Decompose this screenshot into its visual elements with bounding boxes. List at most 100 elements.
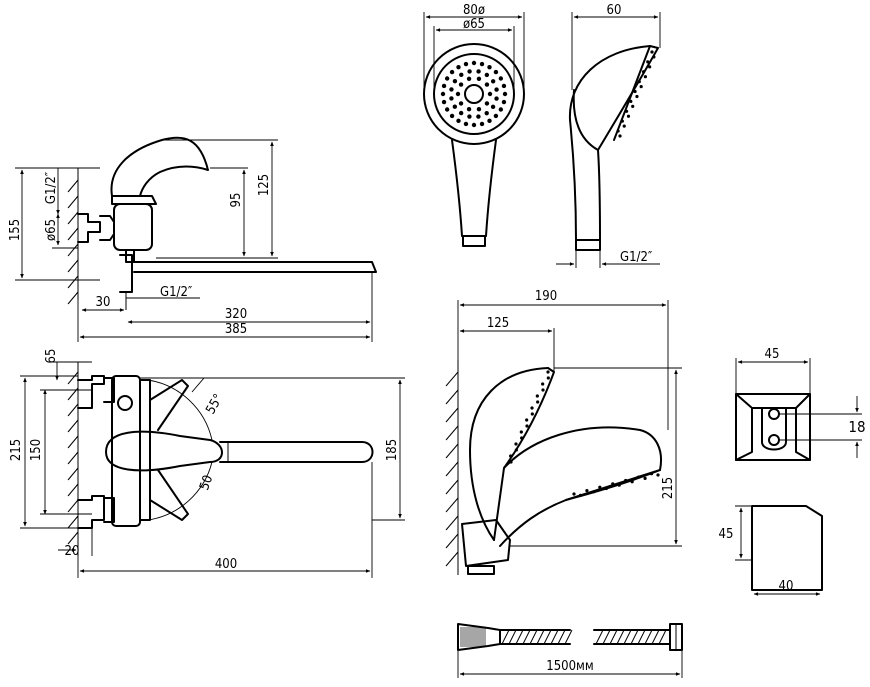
label-g12-side: G1/2″ — [44, 171, 59, 204]
hose-hatch-line — [609, 629, 618, 645]
nozzle-hole — [546, 376, 550, 380]
nozzle-hole — [643, 75, 648, 79]
nozzle-hole — [546, 370, 550, 374]
nozzle-hole — [484, 110, 489, 116]
nozzle-hole — [449, 69, 455, 75]
nozzle-hole — [487, 64, 492, 70]
hose-hatch-line — [536, 629, 545, 645]
nozzle-hole — [535, 394, 539, 398]
nozzle-hole — [519, 430, 523, 434]
nozzle-hole — [637, 80, 641, 84]
nozzle-hole — [501, 99, 507, 105]
nozzle-hole — [598, 485, 602, 489]
label-385: 385 — [225, 322, 247, 337]
hose-hatch-line — [529, 629, 538, 645]
nozzle-hole — [624, 109, 629, 113]
nozzle-hole — [441, 83, 447, 89]
nozzle-hole — [530, 412, 534, 416]
label-d65-head: ø65 — [463, 17, 485, 32]
nozzle-hole — [520, 436, 524, 440]
nozzle-hole — [646, 60, 650, 64]
shower-holes — [440, 60, 508, 128]
faucet-side-view: 155 G1/2″ ø65 125 95 30 G1/2″ 320 385 — [8, 136, 377, 342]
hose-hatch-line — [644, 629, 653, 645]
nozzle-hole — [624, 478, 628, 483]
label-125-holder: 125 — [487, 316, 509, 331]
nozzle-hole — [622, 124, 626, 128]
nozzle-hole — [637, 475, 641, 479]
nozzle-hole — [502, 91, 508, 97]
label-95: 95 — [229, 193, 244, 208]
nozzle-hole — [536, 400, 540, 404]
nozzle-hole — [541, 382, 545, 386]
nozzle-hole — [578, 493, 583, 497]
label-50: 50 — [197, 473, 216, 492]
nozzle-hole — [648, 65, 652, 69]
nozzle-hole — [490, 104, 496, 110]
dims-holder-front — [735, 358, 862, 458]
label-215-holder: 215 — [661, 477, 676, 499]
nozzle-hole — [456, 64, 461, 70]
nozzle-hole — [484, 101, 490, 106]
shower-head-front: 80ø ø65 — [423, 3, 525, 247]
nozzle-hole — [656, 473, 660, 477]
holder-front-shape — [735, 393, 811, 461]
label-45-top: 45 — [765, 347, 780, 362]
nozzle-hole — [487, 118, 492, 124]
label-320: 320 — [225, 307, 247, 322]
nozzle-hole — [591, 490, 595, 494]
nozzle-hole — [611, 482, 615, 486]
nozzle-hole — [639, 84, 643, 89]
nozzle-hole — [456, 118, 461, 124]
nozzle-hole — [631, 104, 635, 108]
nozzle-hole — [572, 492, 576, 496]
nozzle-hole — [441, 99, 447, 105]
shower-holder-view: 190 125 215 — [445, 289, 682, 575]
nozzle-hole — [444, 76, 450, 81]
nozzle-hole — [629, 99, 633, 104]
hose-hatch — [501, 629, 667, 645]
label-g12-handle: G1/2″ — [620, 250, 653, 265]
nozzle-hole — [530, 406, 534, 410]
nozzle-hole — [484, 82, 490, 87]
nozzle-hole — [641, 70, 646, 74]
nozzle-hole — [509, 460, 513, 464]
wall-hatch-top — [67, 362, 79, 556]
nozzle-hole — [452, 78, 458, 84]
nozzle-hole — [458, 82, 464, 87]
nozzle-hole — [452, 104, 458, 109]
faucet-top-body — [77, 375, 374, 529]
nozzle-hole — [476, 69, 481, 74]
label-45-side: 45 — [719, 527, 734, 542]
holder-holes — [509, 370, 660, 497]
side-holes — [616, 50, 656, 138]
nozzle-hole — [525, 424, 529, 428]
label-30: 30 — [96, 295, 111, 310]
label-215: 215 — [9, 439, 24, 461]
nozzle-hole — [604, 486, 608, 491]
nozzle-hole — [484, 72, 490, 78]
nozzle-hole — [618, 134, 622, 138]
holder-front: 45 18 — [735, 347, 866, 461]
dims-side — [15, 139, 373, 342]
shower-hose: 1500мм — [457, 623, 683, 678]
hose-hatch-line — [651, 629, 660, 645]
nozzle-hole — [449, 113, 455, 119]
label-155: 155 — [8, 219, 23, 241]
nozzle-hole — [649, 472, 654, 476]
label-150: 150 — [29, 439, 44, 461]
nozzle-hole — [467, 69, 472, 74]
dims-top — [20, 361, 405, 578]
nozzle-hole — [630, 480, 634, 484]
nozzle-hole — [650, 50, 654, 54]
hose-hatch-line — [543, 629, 552, 645]
dims-hose — [457, 650, 683, 678]
label-40: 40 — [779, 579, 794, 594]
wall-hatch-holder — [445, 360, 459, 575]
label-60: 60 — [607, 3, 622, 18]
nozzle-hole — [476, 114, 481, 119]
nozzle-hole — [620, 119, 624, 123]
nozzle-hole — [490, 79, 496, 84]
nozzle-hole — [525, 418, 529, 422]
label-55: 55° — [203, 392, 226, 417]
